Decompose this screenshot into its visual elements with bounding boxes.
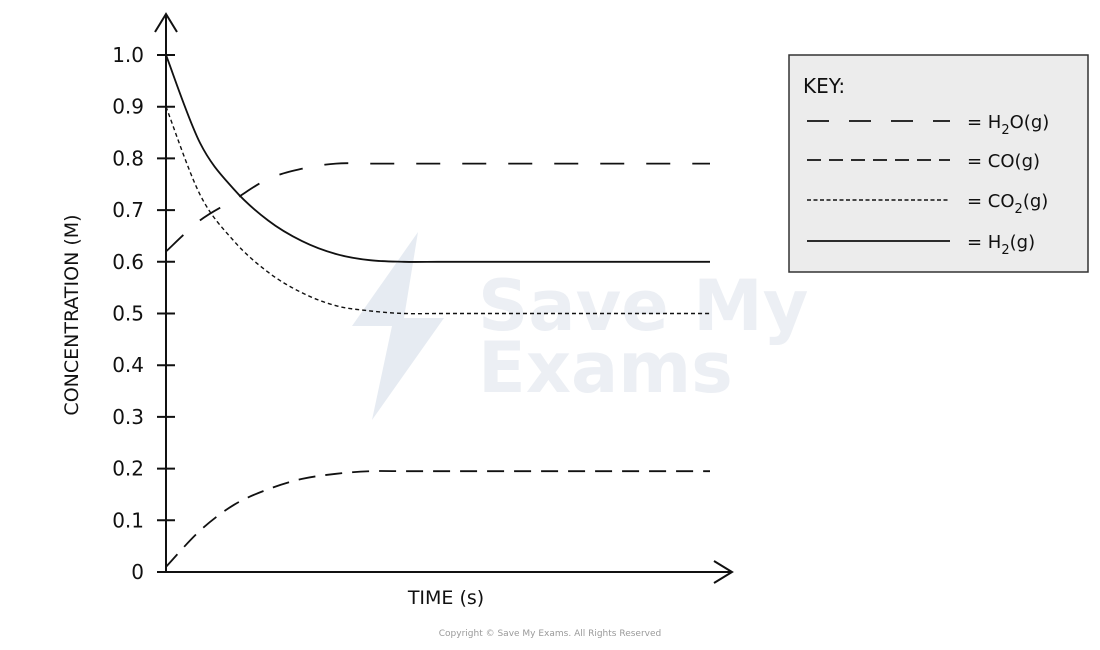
y-tick-label: 0.7: [112, 198, 144, 222]
y-axis-arrow-icon: [154, 12, 178, 33]
y-tick-label: 0.8: [112, 146, 144, 170]
legend-title: KEY:: [803, 74, 845, 98]
series-line-h2o: [165, 162, 710, 253]
y-tick-label: 0.5: [112, 302, 144, 326]
y-tick-label: 0.2: [112, 457, 144, 481]
y-tick-label: 0.1: [112, 508, 144, 532]
series-line-co: [165, 470, 710, 568]
legend-label-co: = CO(g): [967, 151, 1040, 172]
x-axis-arrow-icon: [713, 560, 734, 584]
series-line-co2: [165, 106, 710, 315]
watermark-text-line2: Exams: [478, 327, 733, 409]
y-tick-label: 0: [131, 560, 144, 584]
watermark-text-line1: Save My: [478, 265, 808, 347]
copyright-notice: Copyright © Save My Exams. All Rights Re…: [439, 629, 661, 639]
watermark: Save My Exams: [352, 232, 808, 420]
y-tick-label: 0.4: [112, 353, 144, 377]
y-tick-label: 0.9: [112, 95, 144, 119]
y-tick-label: 1.0: [112, 43, 144, 67]
legend-label-co2: = CO2(g): [967, 191, 1048, 217]
legend-box: [788, 54, 1089, 273]
legend-entries: = H2O(g) = CO(g) = CO2(g) = H2(g): [807, 112, 1049, 258]
series-lines: [165, 54, 710, 568]
legend-label-h2o: = H2O(g): [967, 112, 1049, 138]
y-axis-label: CONCENTRATION (M): [61, 214, 83, 415]
legend: KEY: = H2O(g) = CO(g) = CO2(g) = H2(g): [788, 54, 1089, 273]
y-tick-label: 0.3: [112, 405, 144, 429]
watermark-logo-icon: [352, 232, 444, 420]
legend-label-h2: = H2(g): [967, 232, 1035, 258]
x-axis-label: TIME (s): [407, 587, 484, 609]
series-line-h2: [165, 54, 710, 263]
y-tick-label: 0.6: [112, 250, 144, 274]
y-axis-ticks: 0 0.1 0.2 0.3 0.4 0.5 0.6 0.7 0.8 0.9 1.0: [112, 43, 175, 584]
